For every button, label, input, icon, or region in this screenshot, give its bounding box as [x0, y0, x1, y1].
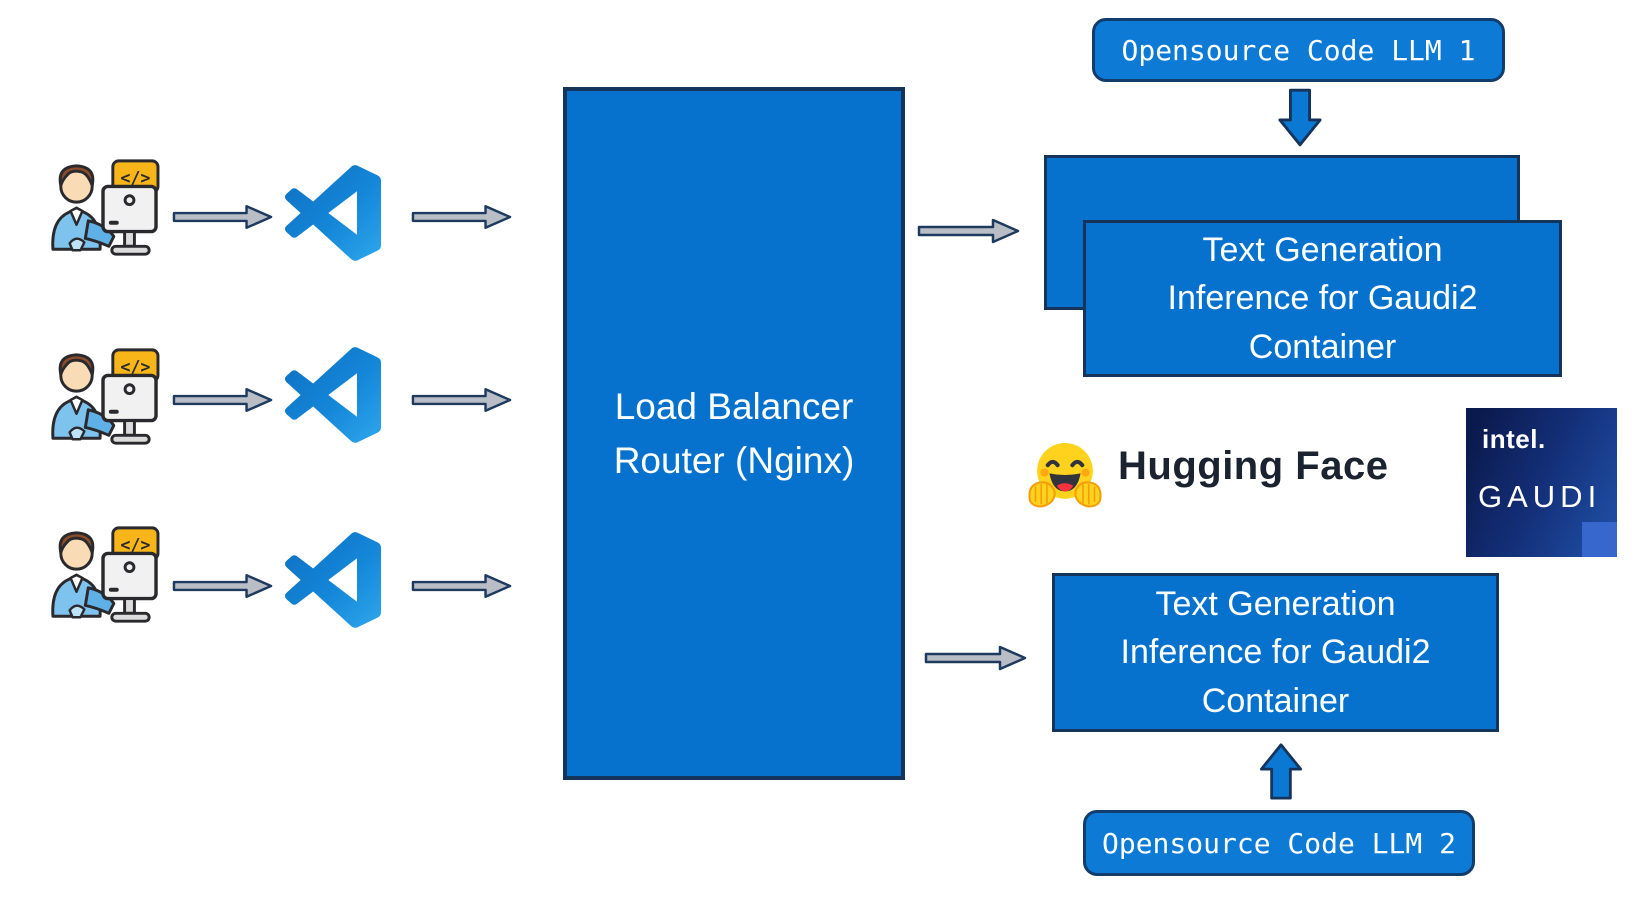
opensource-llm1-label: Opensource Code LLM 1	[1121, 33, 1476, 67]
load-balancer-box: Load Balancer Router (Nginx)	[563, 87, 905, 780]
intel-brand-label: intel.	[1482, 424, 1546, 454]
tgi-bottom-label-line2: Inference for Gaudi2	[1120, 633, 1431, 672]
vscode-icon	[281, 347, 385, 443]
tgi-container-top-box: Text Generation Inference for Gaudi2 Con…	[1083, 220, 1562, 377]
vscode-icon	[281, 165, 385, 261]
arrow-up-icon	[1258, 742, 1304, 800]
developer-icon	[44, 155, 162, 263]
arrow-right-icon	[411, 571, 513, 601]
arrow-right-icon	[915, 216, 1023, 246]
opensource-llm2-label: Opensource Code LLM 2	[1101, 826, 1456, 860]
gaudi-corner-square	[1582, 522, 1617, 557]
tgi-top-label-line3: Container	[1248, 327, 1397, 366]
arrow-right-icon	[921, 643, 1031, 673]
arrow-right-icon	[411, 202, 513, 232]
gaudi-product-label: GAUDI	[1478, 479, 1602, 514]
opensource-llm1-pill: Opensource Code LLM 1	[1092, 18, 1505, 82]
tgi-top-label-line2: Inference for Gaudi2	[1167, 279, 1478, 318]
arrow-right-icon	[411, 385, 513, 415]
hugging-face-icon	[1024, 434, 1106, 516]
intel-gaudi-logo: intel. GAUDI	[1466, 408, 1617, 557]
opensource-llm2-pill: Opensource Code LLM 2	[1083, 810, 1475, 876]
load-balancer-label-line2: Router (Nginx)	[613, 439, 855, 481]
arrow-right-icon	[172, 571, 274, 601]
developer-icon	[44, 344, 162, 452]
arrow-right-icon	[172, 385, 274, 415]
developer-icon	[44, 522, 162, 630]
load-balancer-label-line1: Load Balancer	[614, 385, 854, 427]
arrow-right-icon	[172, 202, 274, 232]
arrow-down-icon	[1277, 88, 1323, 148]
tgi-bottom-label-line3: Container	[1201, 681, 1350, 720]
vscode-icon	[281, 532, 385, 628]
hugging-face-label: Hugging Face	[1118, 444, 1389, 488]
tgi-bottom-label-line1: Text Generation	[1155, 585, 1396, 624]
tgi-top-label-line1: Text Generation	[1202, 231, 1443, 270]
tgi-container-bottom-box: Text Generation Inference for Gaudi2 Con…	[1052, 573, 1499, 732]
